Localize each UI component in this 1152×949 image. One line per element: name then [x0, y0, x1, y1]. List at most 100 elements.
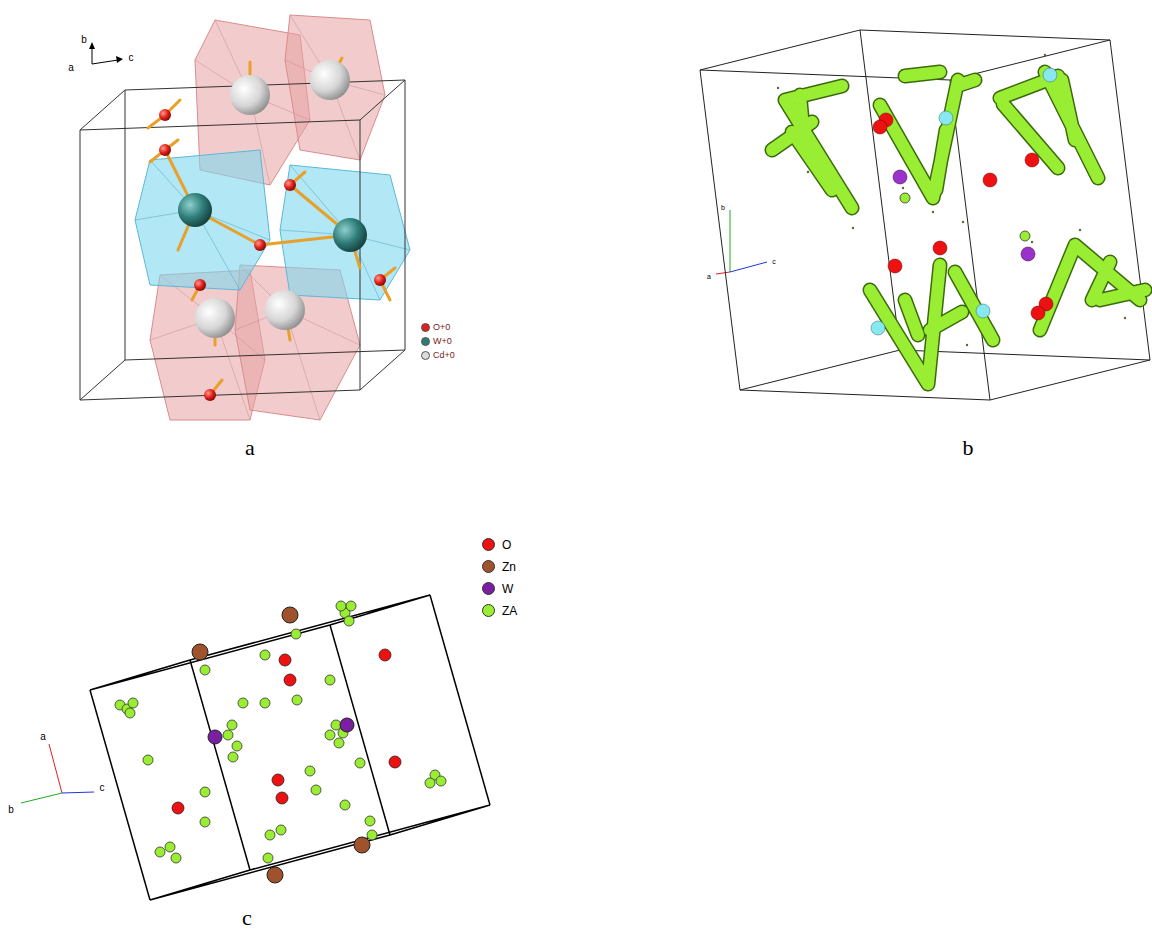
- bonds: [148, 58, 395, 395]
- dots: [932, 211, 934, 213]
- oxygen-atoms: [1031, 306, 1045, 320]
- small-atoms: [276, 825, 286, 835]
- small-atoms: [223, 730, 233, 740]
- oxygen-atoms: [194, 279, 206, 291]
- axis-triad: [116, 56, 123, 63]
- dots: [777, 54, 1126, 346]
- unit-cell: [1110, 40, 1150, 360]
- zinc-atoms: [871, 321, 885, 335]
- unit-cell: [90, 595, 430, 690]
- legend-entry: Zn: [482, 560, 516, 573]
- cylinders: [870, 265, 993, 384]
- small-atoms: [143, 755, 153, 765]
- legend-swatch: [421, 323, 430, 332]
- oxygen-atoms: [873, 120, 887, 134]
- dots: [852, 227, 854, 229]
- cylinder-outline: [772, 86, 852, 208]
- dots: [966, 344, 968, 346]
- small-atoms: [334, 738, 344, 748]
- zinc-atoms: [1043, 68, 1057, 82]
- oxygen-atoms: [204, 389, 216, 401]
- oxygen-atoms: [276, 792, 288, 804]
- small-atoms: [200, 787, 210, 797]
- small-atoms: [311, 785, 321, 795]
- axis-triad: [89, 42, 123, 64]
- zinc-atoms: [976, 304, 990, 318]
- axis-label: a: [707, 273, 711, 280]
- axis-triad: [21, 744, 94, 803]
- unit-cell: [150, 805, 490, 900]
- cylinder-outline: [1000, 72, 1098, 178]
- small-atoms: [355, 758, 365, 768]
- small-atoms: [900, 193, 1030, 241]
- octahedra-edges: [290, 165, 380, 300]
- oxygen-atoms: [284, 179, 296, 191]
- zinc-atoms: [871, 68, 1057, 335]
- dots: [902, 187, 904, 189]
- small-atoms: [325, 675, 335, 685]
- octahedra-edges: [160, 275, 250, 420]
- axis-label: c: [100, 783, 105, 793]
- axis-triad: [49, 744, 62, 793]
- cylinders: [1040, 245, 1145, 330]
- tungsten-atoms: [893, 170, 1035, 261]
- oxygen-atoms: [983, 173, 997, 187]
- axis-triad: [716, 272, 730, 274]
- legend-entry: Cd+0: [421, 351, 455, 360]
- tungsten-atoms: [178, 193, 212, 227]
- dots: [1124, 317, 1126, 319]
- legend-label: Zn: [502, 561, 516, 573]
- tungsten-atoms: [208, 730, 222, 744]
- legend-entry: W: [482, 582, 513, 595]
- legend-label: W: [502, 583, 513, 595]
- unit-cell: [80, 130, 81, 400]
- oxygen-atoms: [254, 239, 266, 251]
- oxygen-atoms: [389, 756, 401, 768]
- axis-label: c: [129, 53, 134, 63]
- small-atoms: [260, 698, 270, 708]
- small-atoms: [265, 830, 275, 840]
- cadmium-atoms: [195, 60, 350, 338]
- cylinders: [880, 72, 975, 198]
- unit-cell: [125, 90, 126, 360]
- axis-triad: [92, 60, 118, 64]
- legend-label: O+0: [433, 323, 450, 332]
- panel-caption: c: [242, 907, 252, 929]
- small-atoms: [263, 853, 273, 863]
- cylinders: [1000, 72, 1098, 178]
- oxygen-atoms: [172, 649, 401, 814]
- small-atoms: [344, 616, 354, 626]
- zinc-atoms: [192, 607, 370, 883]
- cylinders: [772, 72, 1145, 384]
- legend-label: ZA: [502, 605, 517, 617]
- zinc-atoms: [939, 111, 953, 125]
- unit-cell: [740, 350, 1150, 400]
- cylinder-outline: [772, 72, 1145, 384]
- oxygen-atoms: [379, 649, 391, 661]
- tungsten-atoms: [208, 718, 354, 744]
- oxygen-atoms: [284, 674, 296, 686]
- axis-label: a: [68, 63, 74, 73]
- small-atoms: [367, 830, 377, 840]
- octahedra-edges: [290, 15, 360, 160]
- axis-triad: [21, 793, 62, 803]
- legend-label: Cd+0: [433, 351, 455, 360]
- cadmium-atoms: [310, 60, 350, 100]
- panel-caption: a: [245, 437, 255, 459]
- legend-entry: O+0: [421, 323, 450, 332]
- small-atoms: [336, 601, 346, 611]
- dots: [1079, 229, 1081, 231]
- tungsten-atoms: [1021, 247, 1035, 261]
- oxygen-atoms: [873, 113, 1053, 320]
- legend-swatch: [421, 337, 430, 346]
- small-atoms: [171, 853, 181, 863]
- oxygen-atoms: [374, 274, 386, 286]
- small-atoms: [200, 665, 210, 675]
- tungsten-atoms: [893, 170, 907, 184]
- legend-entry: O: [482, 538, 511, 551]
- unit-cell: [405, 80, 406, 350]
- octahedra-edges: [195, 60, 310, 120]
- legend-entry: W+0: [421, 337, 452, 346]
- cadmium-atoms: [230, 75, 270, 115]
